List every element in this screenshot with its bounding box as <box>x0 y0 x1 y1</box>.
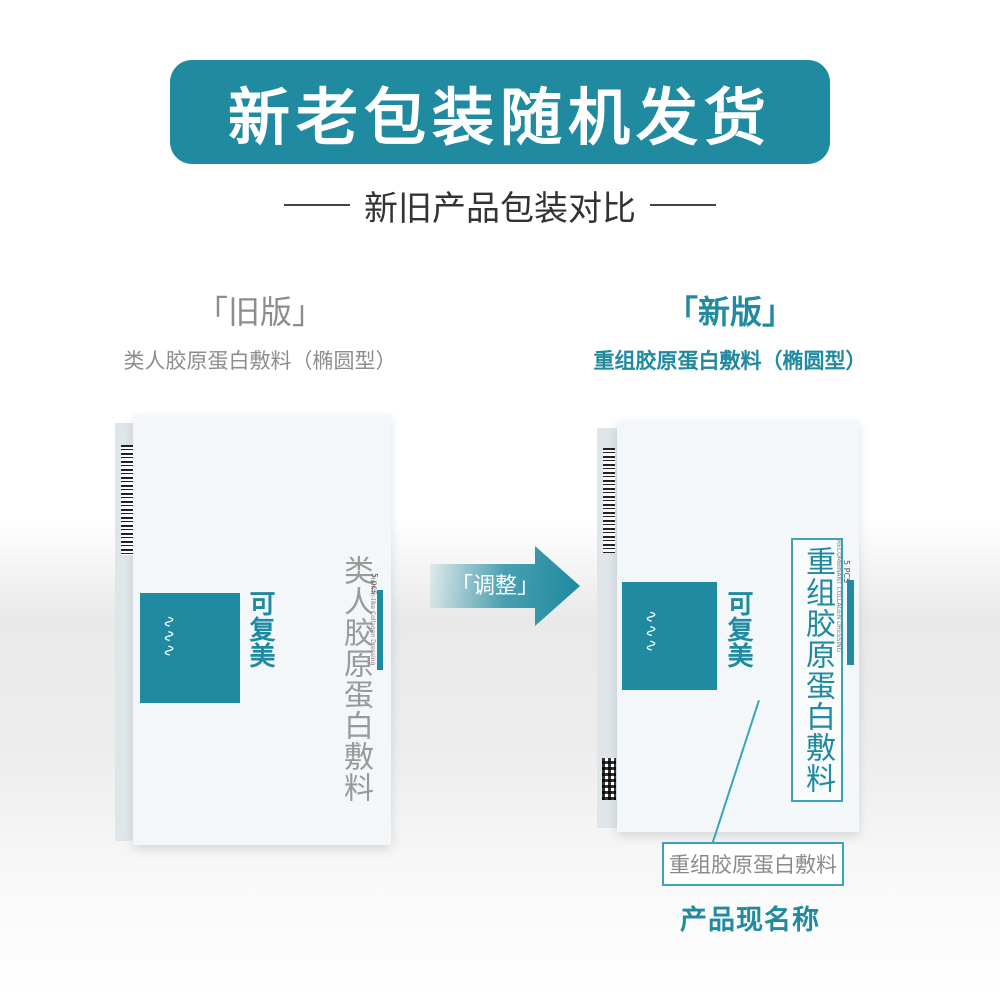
arrow-right-icon <box>430 546 580 626</box>
old-package-image: ∿∿∿ 可复美 类人胶原蛋白敷料 Human-like Collagen Dre… <box>115 415 395 845</box>
subtitle-text: 新旧产品包装对比 <box>364 188 636 229</box>
old-version-tag: 「旧版」 <box>195 293 324 331</box>
title-banner: 新老包装随机发货 <box>170 60 830 164</box>
old-brand-block <box>140 593 240 703</box>
callout-label: 重组胶原蛋白敷料 <box>662 842 844 886</box>
new-box-pcs: 5 PCS <box>842 560 851 584</box>
new-product-name: 重组胶原蛋白敷料（椭圆型） <box>593 349 867 373</box>
new-brand-name: 可复美 <box>723 590 753 668</box>
subtitle-rule-right <box>650 204 716 206</box>
old-box-pcs: 5 pcs <box>370 573 379 595</box>
banner-title: 新老包装随机发货 <box>227 81 772 154</box>
new-box-stripe <box>847 580 854 665</box>
subtitle: 新旧产品包装对比 <box>0 180 1000 230</box>
old-box-product-name: 类人胶原蛋白敷料 <box>338 555 373 803</box>
old-box-english-name: Human-like Collagen Dressing <box>369 575 376 666</box>
arrow-label: 「调整」 <box>450 574 539 599</box>
subtitle-rule-left <box>284 204 350 206</box>
new-qr-code <box>602 758 616 800</box>
old-box-stripe <box>377 590 383 670</box>
old-logo-icon: ∿∿∿ <box>160 615 179 659</box>
new-logo-icon: ∿∿∿ <box>642 610 661 654</box>
old-brand-name: 可复美 <box>245 590 275 668</box>
new-box-product-name: 重组胶原蛋白敷料 <box>791 538 843 802</box>
new-brand-block <box>622 582 717 690</box>
callout-caption: 产品现名称 <box>680 905 820 936</box>
old-product-name: 类人胶原蛋白敷料（椭圆型） <box>123 349 397 373</box>
new-package-image: ∿∿∿ 可复美 重组胶原蛋白敷料 RECOMBINANT COLLAGEN DR… <box>597 420 862 832</box>
new-box-english-name: RECOMBINANT COLLAGEN DRESSING <box>835 540 842 653</box>
old-barcode <box>121 445 133 555</box>
new-barcode <box>603 448 615 553</box>
new-version-tag: 「新版」 <box>665 293 794 331</box>
